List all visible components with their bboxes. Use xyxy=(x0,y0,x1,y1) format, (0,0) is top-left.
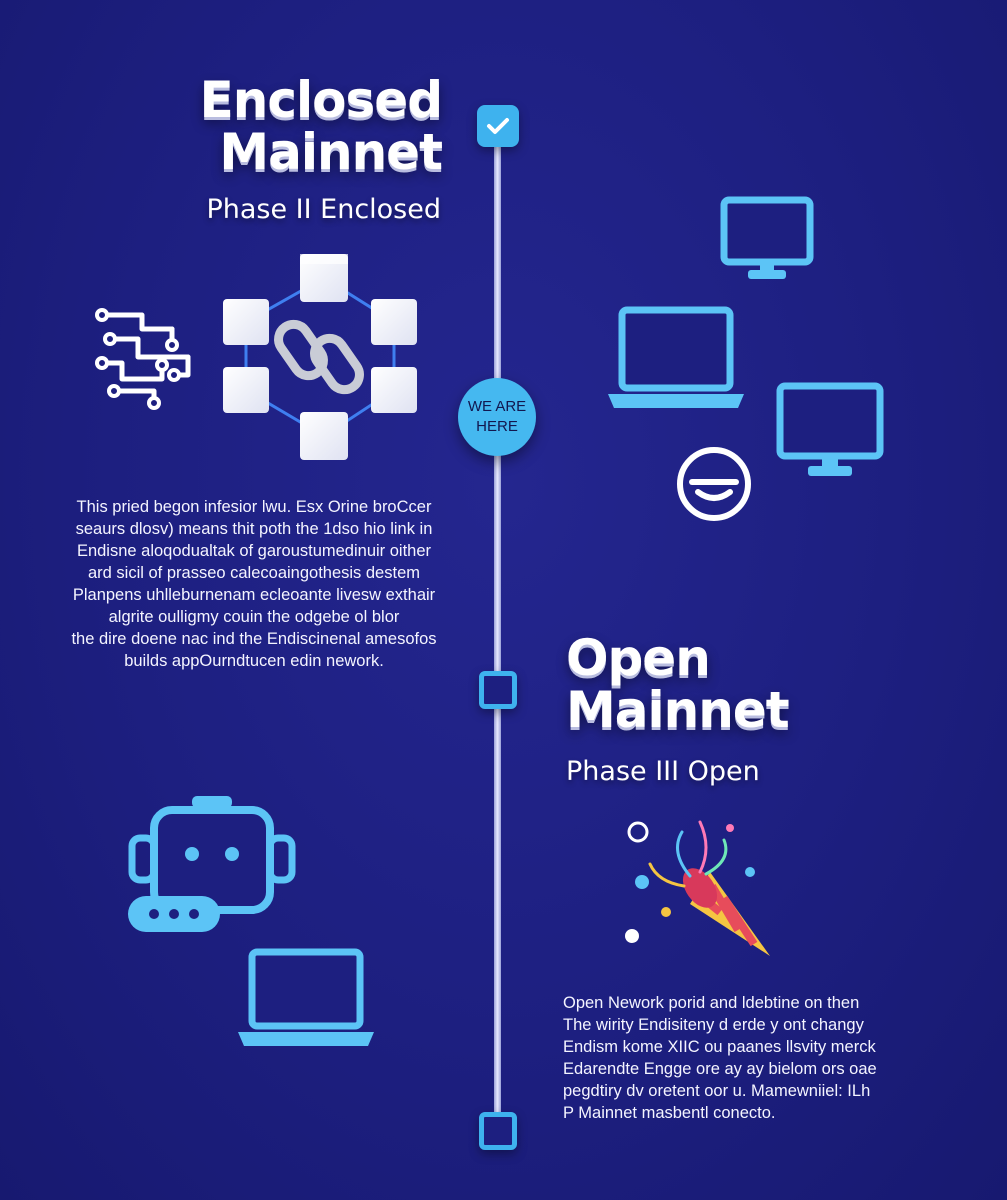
robot-icon xyxy=(128,796,296,914)
timeline-line xyxy=(494,140,501,1140)
party-popper-icon xyxy=(625,820,770,956)
badge-line-1: WE ARE xyxy=(467,398,527,415)
check-icon xyxy=(487,118,509,134)
smiley-icon xyxy=(677,447,751,521)
chain-link-icon xyxy=(274,319,364,395)
monitor-icon xyxy=(720,196,814,279)
phase2-description: This pried begon infesior lwu. Esx Orine… xyxy=(71,498,437,670)
chat-bubble-icon xyxy=(128,896,220,932)
phase3-description: Open Nework porid and ldebtine on then T… xyxy=(563,994,877,1122)
circuit-icon xyxy=(95,308,191,410)
laptop-icon xyxy=(238,948,374,1046)
phase2-title: Enclosed Mainnet xyxy=(199,71,443,181)
timeline-node-future xyxy=(479,1112,517,1150)
timeline-node-complete xyxy=(477,105,519,147)
phase3-subtitle: Phase III Open xyxy=(566,756,760,787)
we-are-here-badge: WE ARE HERE xyxy=(458,378,536,456)
timeline-node-open-mainnet xyxy=(479,671,517,709)
block-cubes xyxy=(223,254,417,460)
badge-line-2: HERE xyxy=(476,418,518,435)
phase3-title: Open Mainnet xyxy=(566,629,790,739)
laptop-icon xyxy=(608,306,744,408)
phase2-subtitle: Phase II Enclosed xyxy=(206,194,441,225)
blockchain-network-icon xyxy=(223,254,417,460)
monitor-icon xyxy=(776,382,884,476)
